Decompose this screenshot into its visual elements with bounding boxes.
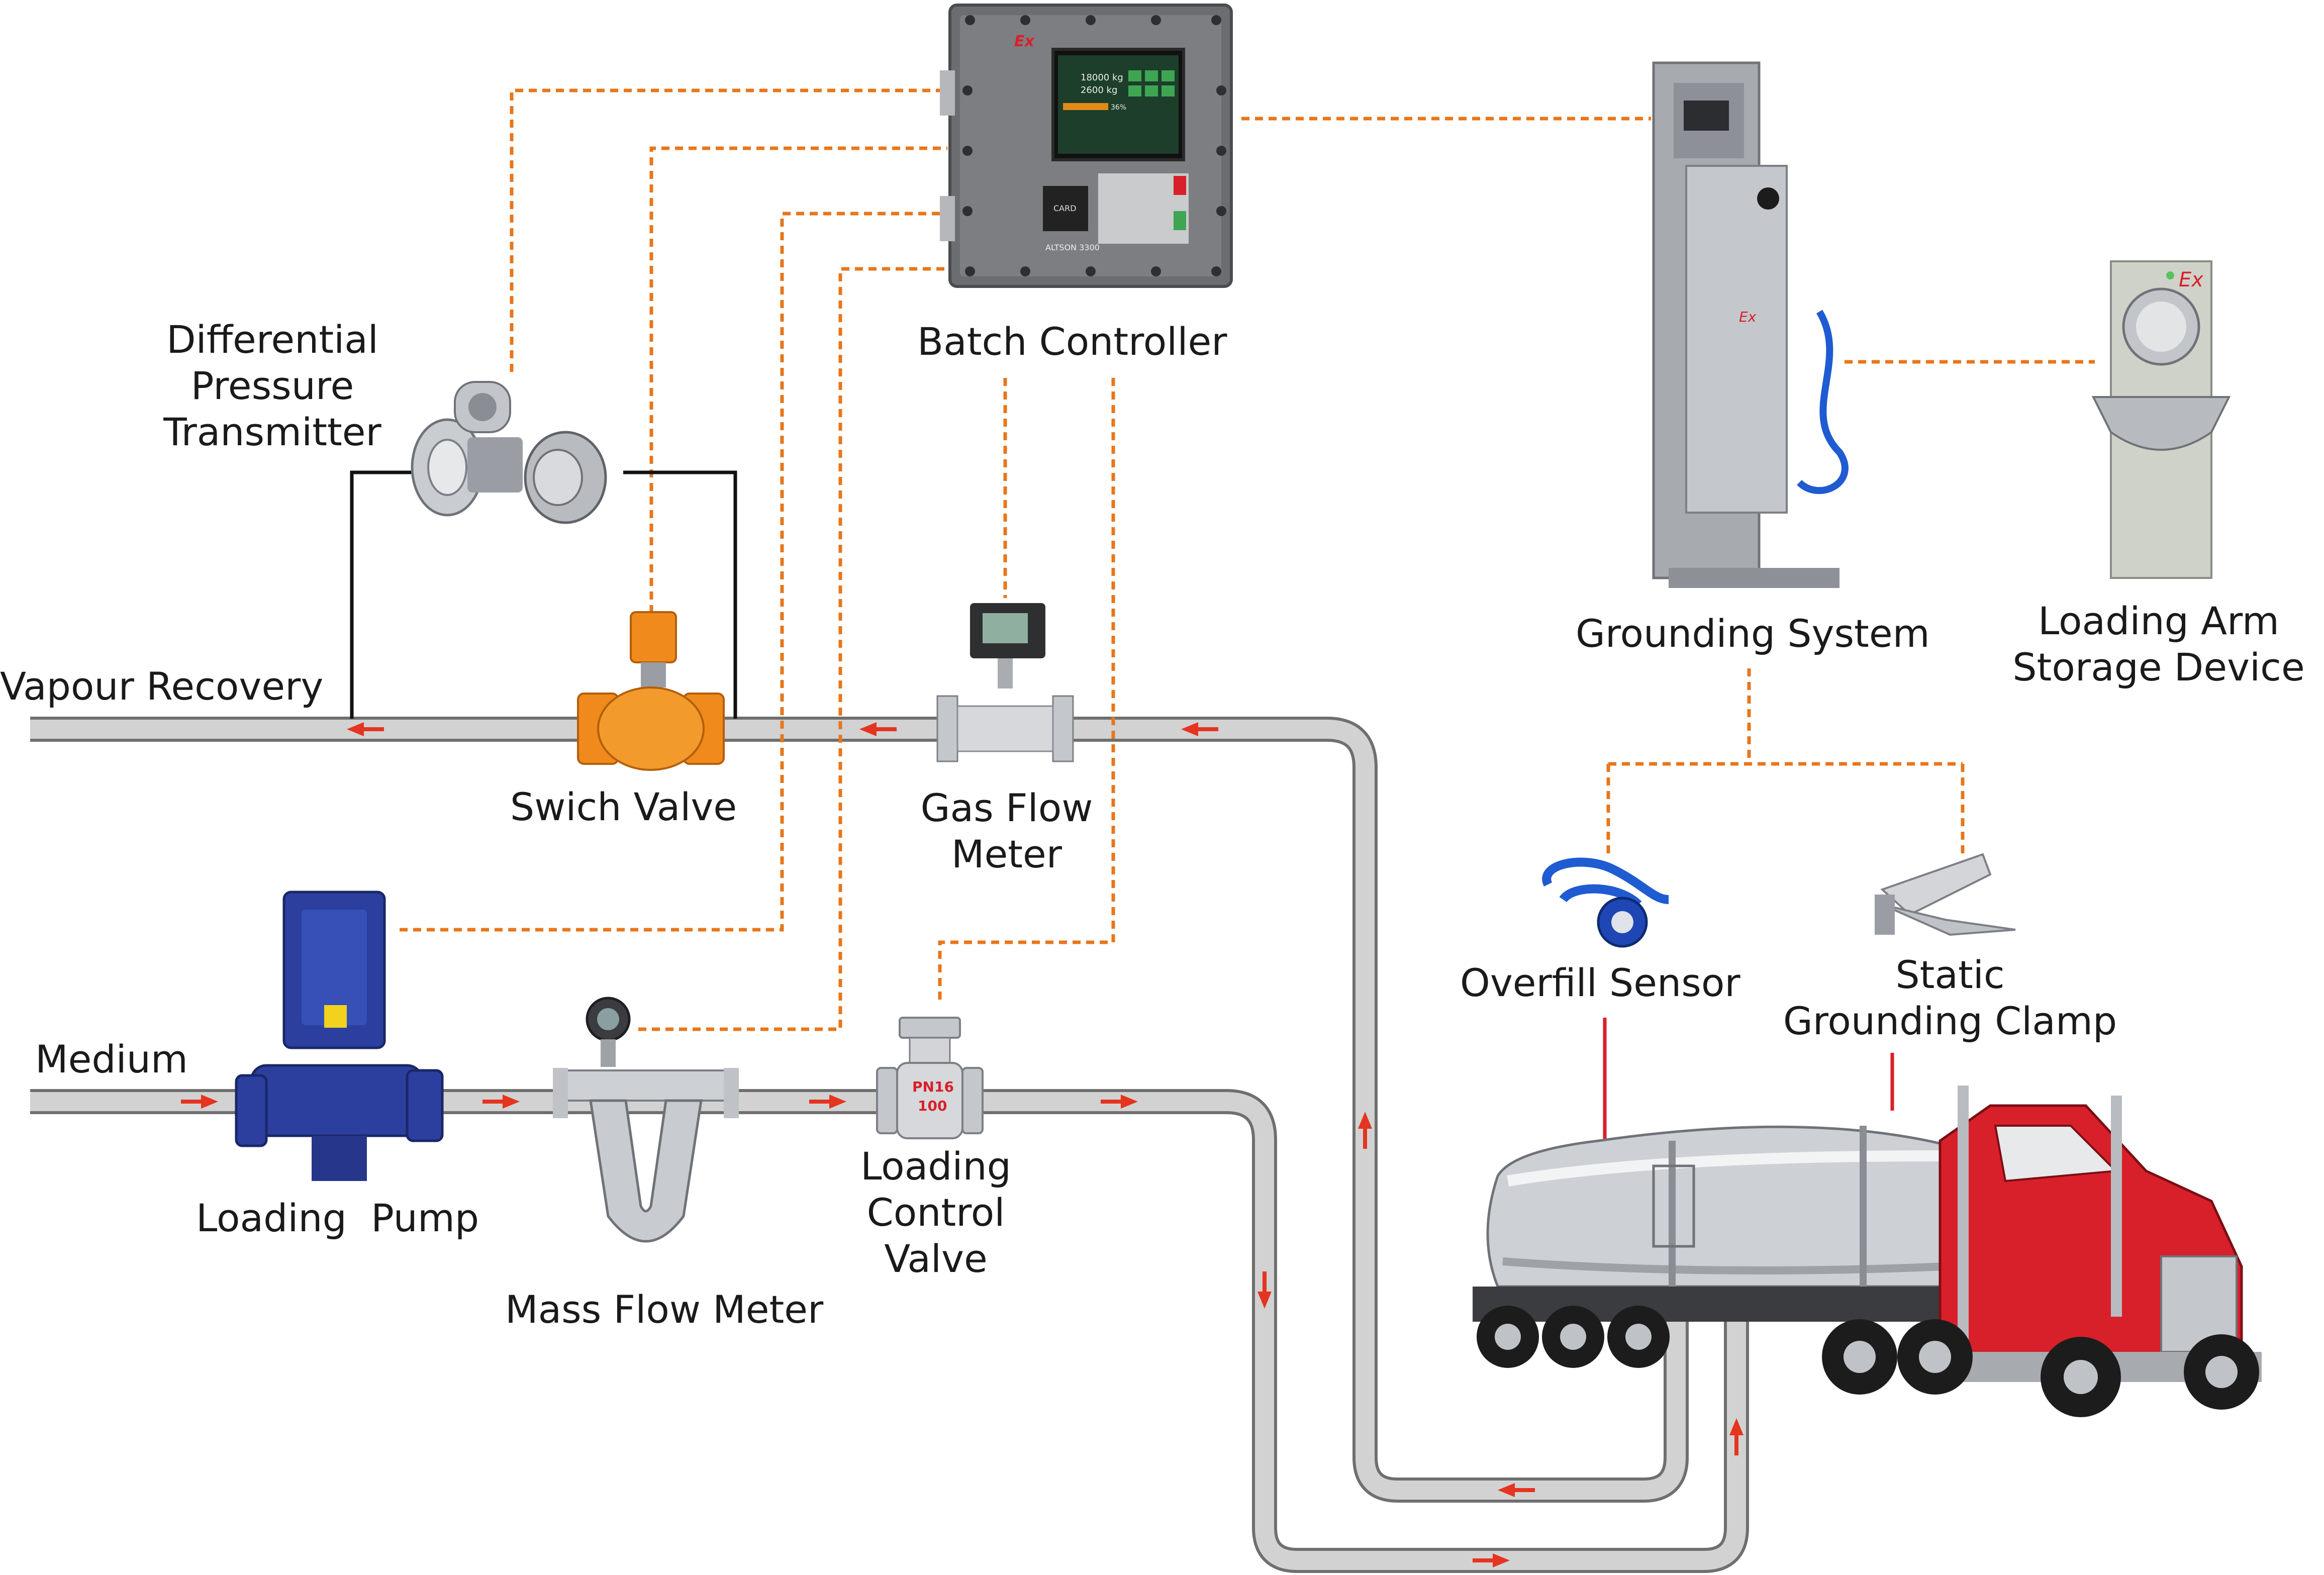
signal-dpt [510, 88, 947, 372]
gas-flow-meter-label: Gas Flow Meter [920, 785, 1093, 876]
vapour-recovery-label: Vapour Recovery [0, 664, 324, 709]
arrow-right-medium-1 [181, 1095, 218, 1109]
arrow-left-vapour-1 [347, 722, 384, 736]
differential-pressure-transmitter [411, 381, 607, 524]
arrow-left-vapour-3 [1181, 722, 1218, 736]
signal-pump [400, 212, 947, 932]
signal-control-valve [938, 378, 1115, 1005]
grounding-system-label: Grounding System [1576, 611, 1930, 656]
arrow-right-medium-3 [809, 1095, 846, 1109]
vapour-recovery-pipe [30, 717, 1689, 1503]
arrow-up-medium [1729, 1418, 1744, 1455]
signal-lines [400, 88, 2095, 1031]
loading-pump-label: Loading Pump [196, 1196, 479, 1240]
valve-rating-pn: PN16 [912, 1078, 954, 1095]
batch-controller: Ex 18000 kg 2600 kg 36% CARD ALTSON 3300 [940, 4, 1233, 288]
grounding-system: Ex [1652, 61, 1849, 588]
gas-flow-meter [936, 603, 1074, 762]
swich-valve [577, 611, 725, 771]
impulse-lines [350, 470, 737, 719]
loading-control-valve: PN16 100 [876, 1017, 984, 1139]
arrow-down-medium [1257, 1271, 1272, 1309]
loading-pump [235, 891, 444, 1181]
screen-reading-3: 36% [1111, 104, 1126, 112]
ex-mark: Ex [1739, 309, 1757, 325]
screen-reading-1: 18000 kg [1081, 72, 1123, 83]
loading-arm-storage-device: Ex [2091, 260, 2231, 579]
valve-rating-dn: 100 [918, 1098, 947, 1114]
arrow-left-vapour-bottom [1498, 1483, 1535, 1497]
overfill-sensor-label: Overfill Sensor [1460, 960, 1740, 1005]
signal-grounding-branch [1606, 668, 1965, 854]
differential-pressure-transmitter-label: Differential Pressure Transmitter [163, 317, 381, 454]
signal-swich-valve [649, 146, 947, 613]
overfill-sensor [1542, 857, 1669, 948]
arrow-right-medium-4 [1101, 1095, 1138, 1109]
static-grounding-clamp [1875, 853, 2016, 936]
medium-label: Medium [35, 1037, 188, 1081]
mass-flow-meter-label: Mass Flow Meter [505, 1287, 824, 1332]
screen-reading-2: 2600 kg [1081, 85, 1117, 95]
loading-control-valve-label: Loading Control Valve [860, 1144, 1011, 1281]
swich-valve-label: Swich Valve [510, 784, 737, 829]
loading-arm-storage-device-label: Loading Arm Storage Device [2012, 599, 2305, 690]
medium-loading-pipe [30, 1089, 1749, 1573]
card-slot-label: CARD [1053, 204, 1077, 213]
controller-model-label: ALTSON 3300 [1045, 243, 1100, 252]
arrow-right-medium-bottom [1473, 1553, 1510, 1567]
sensor-lines [1603, 1018, 1894, 1156]
arrow-up-vapour [1358, 1112, 1372, 1149]
signal-mass-meter [638, 267, 947, 1031]
static-grounding-clamp-label: Static Grounding Clamp [1783, 952, 2117, 1043]
ex-mark: Ex [1014, 33, 1035, 50]
tanker-truck [1473, 1086, 2262, 1417]
arrow-left-vapour-2 [859, 722, 897, 736]
ex-mark: Ex [2179, 268, 2203, 291]
batch-controller-label: Batch Controller [917, 319, 1227, 364]
arrow-right-medium-2 [482, 1095, 520, 1109]
flow-arrows [181, 722, 1744, 1567]
mass-flow-meter [553, 997, 739, 1243]
